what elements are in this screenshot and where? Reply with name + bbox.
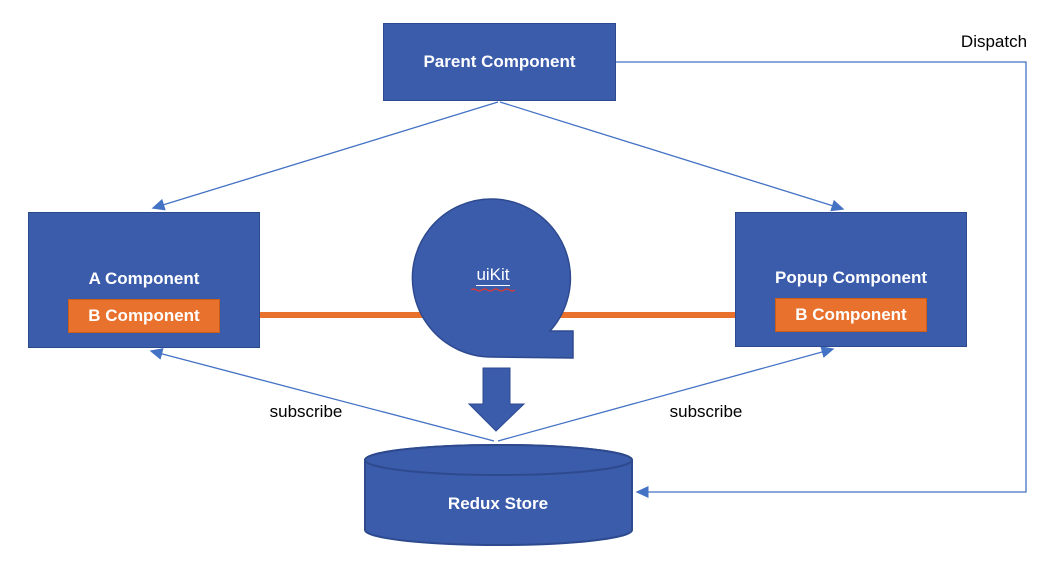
subscribe-edge-label-right: subscribe bbox=[669, 402, 743, 421]
subscribe-arrow-right bbox=[497, 346, 835, 442]
uikit-shape bbox=[411, 198, 574, 359]
parent-to-popup-arrow bbox=[499, 101, 845, 212]
a-component-label: A Component bbox=[88, 269, 200, 288]
popup-component-label: Popup Component bbox=[774, 268, 928, 287]
parent-component-label: Parent Component bbox=[423, 52, 576, 71]
b-component-node-right: B Component bbox=[775, 298, 927, 332]
subscribe-arrow-left bbox=[149, 348, 495, 442]
b-component-node-left: B Component bbox=[68, 299, 220, 333]
uikit-label-text: uiKit bbox=[476, 265, 510, 286]
redux-store-cylinder-top bbox=[364, 444, 633, 476]
dispatch-edge-label: Dispatch bbox=[960, 32, 1028, 51]
uikit-node-label: uiKit bbox=[433, 265, 553, 292]
a-component-node: A Component B Component bbox=[28, 212, 260, 348]
dispatch-arrow bbox=[616, 61, 1027, 498]
spellcheck-squiggle-icon bbox=[433, 287, 553, 292]
b-component-label-left: B Component bbox=[88, 306, 200, 325]
parent-component-node: Parent Component bbox=[383, 23, 616, 101]
b-component-label-right: B Component bbox=[795, 305, 907, 324]
redux-store-label: Redux Store bbox=[447, 494, 549, 513]
uikit-to-store-block-arrow bbox=[467, 367, 526, 432]
popup-component-node: Popup Component B Component bbox=[735, 212, 967, 347]
subscribe-edge-label-left: subscribe bbox=[269, 402, 343, 421]
parent-to-a-arrow bbox=[151, 101, 499, 211]
